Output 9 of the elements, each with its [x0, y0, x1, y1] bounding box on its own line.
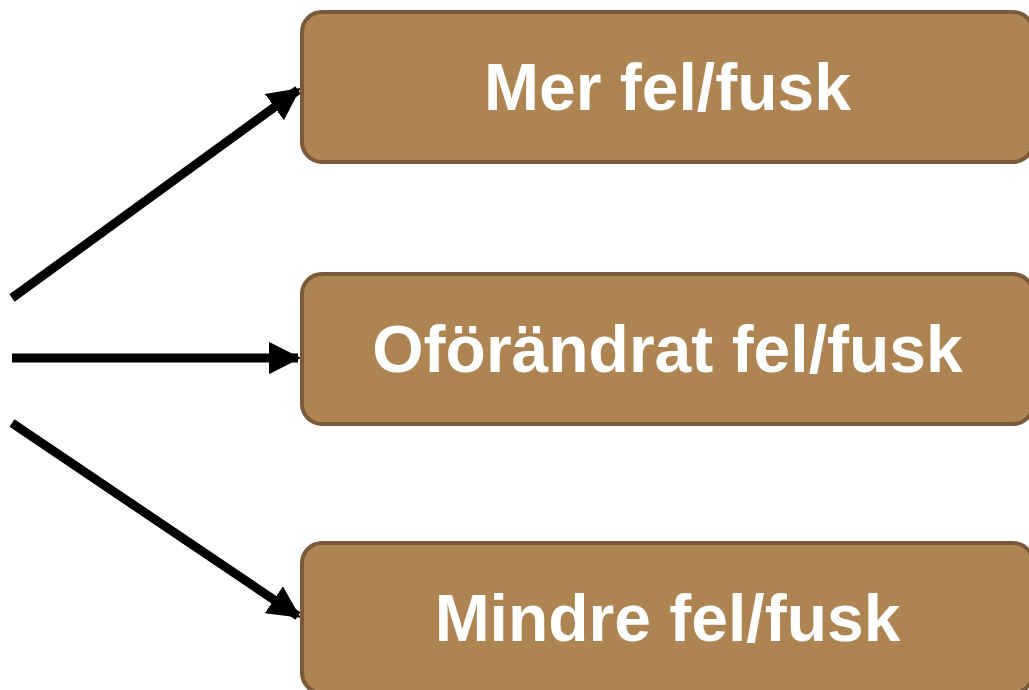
- arrow: [9, 86, 301, 302]
- process-box: [300, 541, 1029, 690]
- box-label: Mer fel/fusk: [484, 49, 851, 125]
- arrow: [12, 341, 302, 375]
- box-label: Mindre fel/fusk: [434, 580, 901, 656]
- process-box: [300, 272, 1029, 426]
- process-box: [300, 10, 1029, 164]
- box-label: Oförändrat fel/fusk: [372, 311, 963, 387]
- arrow: [9, 419, 301, 620]
